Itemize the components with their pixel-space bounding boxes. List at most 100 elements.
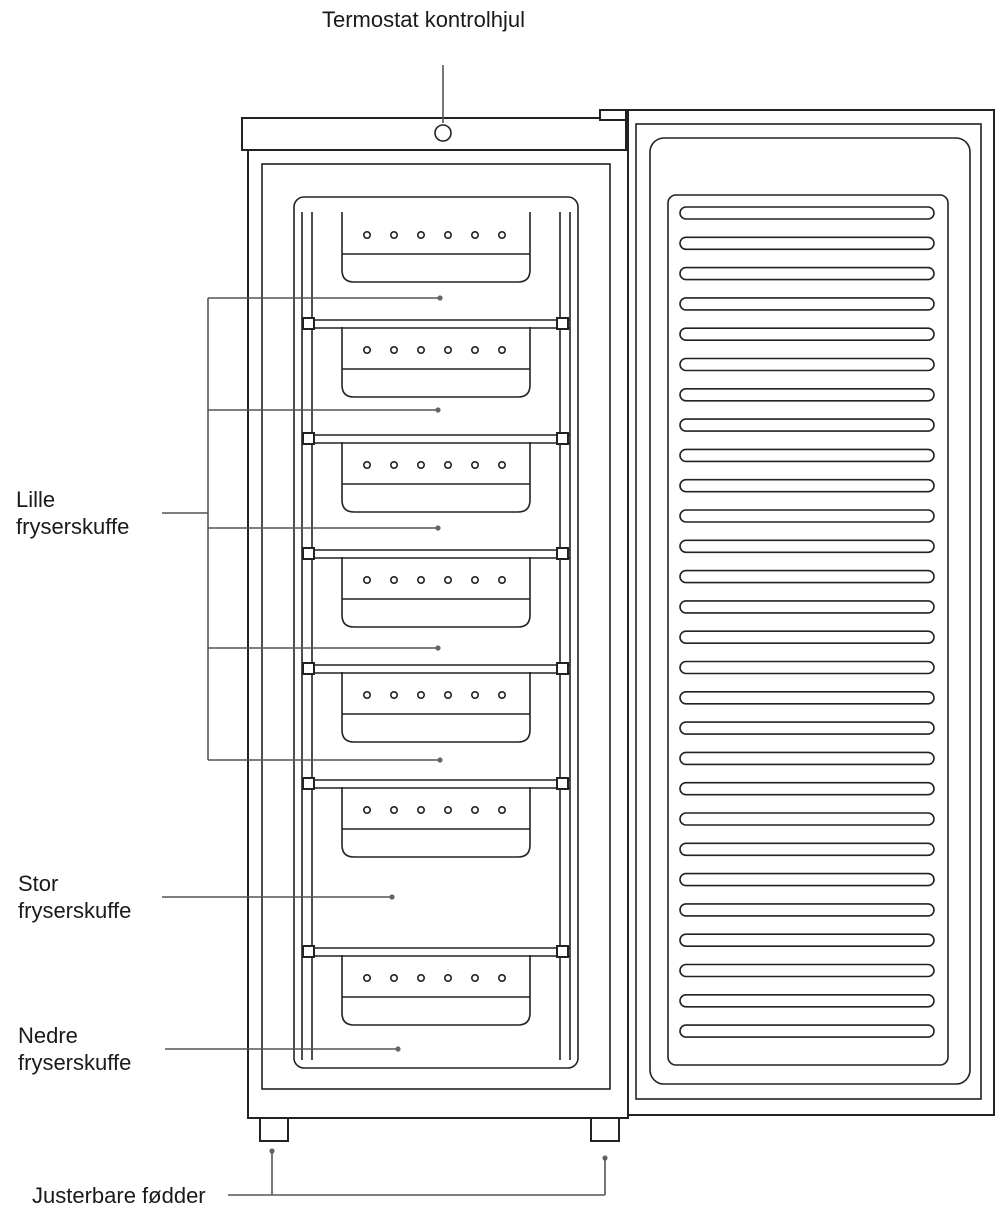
cabinet-body xyxy=(247,147,629,1119)
small-drawer-leaders xyxy=(162,298,209,760)
door-rib xyxy=(679,448,935,463)
door-rib xyxy=(679,872,935,887)
left-foot xyxy=(259,1116,289,1142)
drawer-hole xyxy=(497,575,506,584)
door-rib xyxy=(679,357,935,372)
door-inner-frame xyxy=(635,123,982,1100)
small-drawer-label: Lille fryserskuffe xyxy=(16,486,129,540)
bottom-drawer-label-line2: fryserskuffe xyxy=(18,1050,132,1075)
bottom-drawer-label-line1: Nedre xyxy=(18,1023,78,1048)
divider-left-clip xyxy=(302,317,315,330)
drawer-hole xyxy=(389,690,398,699)
divider-right-clip xyxy=(556,662,569,675)
drawer-hole xyxy=(389,460,398,469)
drawer-hole xyxy=(362,973,371,982)
drawer-hole xyxy=(362,575,371,584)
small-drawer-leader-dot xyxy=(435,645,441,651)
drawer-divider xyxy=(302,432,570,445)
divider-left-clip xyxy=(302,547,315,560)
door-rib xyxy=(679,266,935,281)
drawer-divider xyxy=(302,317,570,330)
large-drawer-label: Stor fryserskuffe xyxy=(18,870,131,924)
drawer-hole xyxy=(470,805,479,814)
drawer-divider xyxy=(302,662,570,675)
drawer-hole xyxy=(470,460,479,469)
door-rib xyxy=(679,600,935,614)
freezer-liner xyxy=(293,196,579,1069)
small-drawer-leader-dot xyxy=(437,757,443,763)
door-rib xyxy=(679,509,935,523)
drawer-hole xyxy=(497,973,506,982)
drawer-hole xyxy=(470,690,479,699)
drawer-hole xyxy=(497,231,506,240)
small-drawer-leader-dot xyxy=(437,295,443,301)
thermostat-label-text: Termostat kontrolhjul xyxy=(322,7,525,32)
drawer-hole xyxy=(497,345,506,354)
door-rib xyxy=(679,236,935,251)
door-rib xyxy=(679,842,935,857)
drawer-hole xyxy=(389,231,398,240)
drawer-hole xyxy=(443,460,452,469)
drawer-hole xyxy=(389,575,398,584)
drawer-2 xyxy=(341,327,531,398)
drawer-hole xyxy=(416,231,425,240)
drawer-handle xyxy=(341,327,531,398)
door-rib xyxy=(679,963,935,978)
door-rib xyxy=(679,569,935,584)
top-hinge xyxy=(599,109,627,121)
feet-leader xyxy=(228,1148,608,1196)
drawer-hole xyxy=(470,231,479,240)
small-drawer-label-line2: fryserskuffe xyxy=(16,514,130,539)
divider-right-clip xyxy=(556,547,569,560)
drawer-hole xyxy=(416,575,425,584)
drawer-hole xyxy=(497,690,506,699)
large-drawer-label-line1: Stor xyxy=(18,871,59,896)
drawer-handle xyxy=(341,672,531,743)
door-rib xyxy=(679,630,935,645)
small-drawer-leader-dot xyxy=(435,525,441,531)
door-rib xyxy=(679,478,935,493)
thermostat-label: Termostat kontrolhjul xyxy=(322,6,525,33)
bottom-drawer-dot xyxy=(395,1046,401,1052)
drawer-hole xyxy=(416,690,425,699)
door-rib xyxy=(679,903,935,917)
drawer-hole xyxy=(416,460,425,469)
drawer-3 xyxy=(341,442,531,513)
door-rib xyxy=(679,721,935,735)
drawer-1 xyxy=(341,212,531,283)
drawer-handle xyxy=(341,955,531,1026)
door-rib xyxy=(679,206,935,220)
divider-right-clip xyxy=(556,432,569,445)
door-rib xyxy=(679,297,935,311)
door-rib xyxy=(679,993,935,1008)
drawer-hole xyxy=(443,231,452,240)
right-foot xyxy=(590,1116,620,1142)
bottom-drawer-label: Nedre fryserskuffe xyxy=(18,1022,131,1076)
top-panel xyxy=(241,117,627,151)
divider-right-clip xyxy=(556,777,569,790)
door-rib xyxy=(679,1024,935,1038)
drawer-hole xyxy=(362,231,371,240)
drawer-hole xyxy=(389,805,398,814)
small-drawer-leader-dot xyxy=(435,407,441,413)
drawer-divider xyxy=(302,547,570,560)
door-rib xyxy=(679,751,935,766)
door-rib xyxy=(679,660,935,675)
large-drawer-label-line2: fryserskuffe xyxy=(18,898,132,923)
thermostat-knob xyxy=(434,124,452,142)
divider-left-clip xyxy=(302,777,315,790)
door-rib xyxy=(679,933,935,948)
drawer-hole xyxy=(443,805,452,814)
drawer-hole xyxy=(362,345,371,354)
door-rib xyxy=(679,387,935,402)
divider-right-clip xyxy=(556,945,569,958)
divider-left-clip xyxy=(302,432,315,445)
door-rib xyxy=(679,812,935,826)
drawer-hole xyxy=(389,973,398,982)
drawer-hole xyxy=(416,805,425,814)
drawers-group xyxy=(302,212,570,1026)
drawer-hole xyxy=(389,345,398,354)
drawer-hole xyxy=(443,973,452,982)
door-rib xyxy=(679,781,935,796)
divider-right-clip xyxy=(556,317,569,330)
